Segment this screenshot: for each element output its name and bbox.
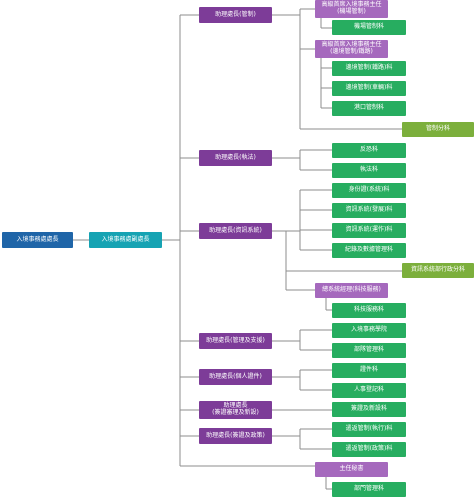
assistant-it-label: 助理處長(資訊系統) bbox=[209, 226, 262, 234]
assistant-removal-box[interactable]: 助理處長(簽證及政策) bbox=[199, 428, 272, 444]
assistant-control-box[interactable]: 助理處長(管制) bbox=[199, 7, 272, 23]
senior-control-land-label: 高級首席入境事務主任 (邊境管制/鐵路) bbox=[321, 41, 382, 55]
harbour-control-section-label: 港口管制科 bbox=[353, 104, 384, 112]
secretary-box[interactable]: 主任秘書 bbox=[315, 462, 388, 477]
visa-section-label: 簽證及新設科 bbox=[350, 405, 387, 413]
senior-control-airport-label: 高級首席入境事務主任 (機場管制) bbox=[321, 1, 382, 15]
airport-control-section-box[interactable]: 機場管制科 bbox=[332, 20, 406, 35]
harbour-control-section-box[interactable]: 港口管制科 bbox=[332, 101, 406, 116]
investigation-section-label: 反恐科 bbox=[359, 146, 378, 154]
records-section-box[interactable]: 紀錄及數據管理科 bbox=[332, 243, 406, 258]
it-development-section-box[interactable]: 資訊系統(發展)科 bbox=[332, 203, 406, 218]
connector-lines bbox=[73, 8, 402, 490]
boundary-ferry-section-label: 邊境管制(車輛)科 bbox=[345, 84, 393, 92]
it-branch-box[interactable]: 資訊系統部行政分科 bbox=[402, 263, 474, 278]
senior-control-land-box[interactable]: 高級首席入境事務主任 (邊境管制/鐵路) bbox=[315, 40, 388, 58]
airport-control-section-label: 機場管制科 bbox=[353, 23, 384, 31]
departmental-section-label: 部門管理科 bbox=[353, 485, 384, 493]
documents-section-label: 證件科 bbox=[359, 366, 378, 374]
id-section-label: 身份證(系統)科 bbox=[348, 186, 390, 194]
it-development-section-label: 資訊系統(發展)科 bbox=[345, 206, 393, 214]
removal-review-section-label: 遣返管制(政策)科 bbox=[345, 445, 393, 453]
removal-execution-section-label: 遣返管制(執行)科 bbox=[345, 425, 393, 433]
assistant-visa-label: 助理處長 (簽證審理及新設) bbox=[212, 402, 259, 416]
academy-section-label: 入境事務學院 bbox=[350, 326, 387, 334]
management-section-label: 部隊管理科 bbox=[353, 346, 384, 354]
enforcement-section-label: 執法科 bbox=[359, 166, 378, 174]
it-manager-box[interactable]: 總系統經理(科技服務) bbox=[315, 283, 388, 298]
assistant-control-label: 助理處長(管制) bbox=[215, 10, 256, 18]
deputy-box[interactable]: 入境事務處副處長 bbox=[89, 232, 162, 248]
boundary-road-section-label: 邊境管制(鐵路)科 bbox=[345, 64, 393, 72]
removal-review-section-box[interactable]: 遣返管制(政策)科 bbox=[332, 442, 406, 457]
assistant-enforcement-box[interactable]: 助理處長(執法) bbox=[199, 150, 272, 166]
visa-section-box[interactable]: 簽證及新設科 bbox=[332, 402, 406, 417]
it-operation-section-box[interactable]: 資訊系統(運作)科 bbox=[332, 223, 406, 238]
id-section-box[interactable]: 身份證(系統)科 bbox=[332, 183, 406, 198]
deputy-label: 入境事務處副處長 bbox=[101, 235, 150, 243]
registration-section-label: 人事登記科 bbox=[353, 386, 384, 394]
assistant-management-label: 助理處長(管理及支援) bbox=[206, 336, 265, 344]
records-section-label: 紀錄及數據管理科 bbox=[344, 246, 393, 254]
academy-section-box[interactable]: 入境事務學院 bbox=[332, 323, 406, 338]
boundary-ferry-section-box[interactable]: 邊境管制(車輛)科 bbox=[332, 81, 406, 96]
technology-section-box[interactable]: 科技服務科 bbox=[332, 303, 406, 318]
assistant-removal-label: 助理處長(簽證及政策) bbox=[206, 431, 265, 439]
departmental-section-box[interactable]: 部門管理科 bbox=[332, 482, 406, 497]
enforcement-section-box[interactable]: 執法科 bbox=[332, 163, 406, 178]
it-branch-label: 資訊系統部行政分科 bbox=[410, 266, 465, 274]
control-branch-box[interactable]: 管制分科 bbox=[402, 122, 474, 137]
investigation-section-box[interactable]: 反恐科 bbox=[332, 143, 406, 158]
removal-execution-section-box[interactable]: 遣返管制(執行)科 bbox=[332, 422, 406, 437]
director-box[interactable]: 入境事務處處長 bbox=[2, 232, 73, 248]
assistant-personal-box[interactable]: 助理處長(個人證件) bbox=[199, 369, 272, 385]
secretary-label: 主任秘書 bbox=[339, 465, 364, 473]
documents-section-box[interactable]: 證件科 bbox=[332, 363, 406, 378]
director-label: 入境事務處處長 bbox=[16, 235, 59, 243]
control-branch-label: 管制分科 bbox=[425, 125, 450, 133]
senior-control-airport-box[interactable]: 高級首席入境事務主任 (機場管制) bbox=[315, 0, 388, 18]
management-section-box[interactable]: 部隊管理科 bbox=[332, 343, 406, 358]
assistant-personal-label: 助理處長(個人證件) bbox=[209, 372, 262, 380]
technology-section-label: 科技服務科 bbox=[353, 306, 384, 314]
assistant-enforcement-label: 助理處長(執法) bbox=[215, 153, 256, 161]
registration-section-box[interactable]: 人事登記科 bbox=[332, 383, 406, 398]
it-operation-section-label: 資訊系統(運作)科 bbox=[345, 226, 393, 234]
assistant-visa-box[interactable]: 助理處長 (簽證審理及新設) bbox=[199, 401, 272, 419]
assistant-management-box[interactable]: 助理處長(管理及支援) bbox=[199, 333, 272, 349]
boundary-road-section-box[interactable]: 邊境管制(鐵路)科 bbox=[332, 61, 406, 76]
assistant-it-box[interactable]: 助理處長(資訊系統) bbox=[199, 223, 272, 239]
it-manager-label: 總系統經理(科技服務) bbox=[322, 286, 381, 294]
